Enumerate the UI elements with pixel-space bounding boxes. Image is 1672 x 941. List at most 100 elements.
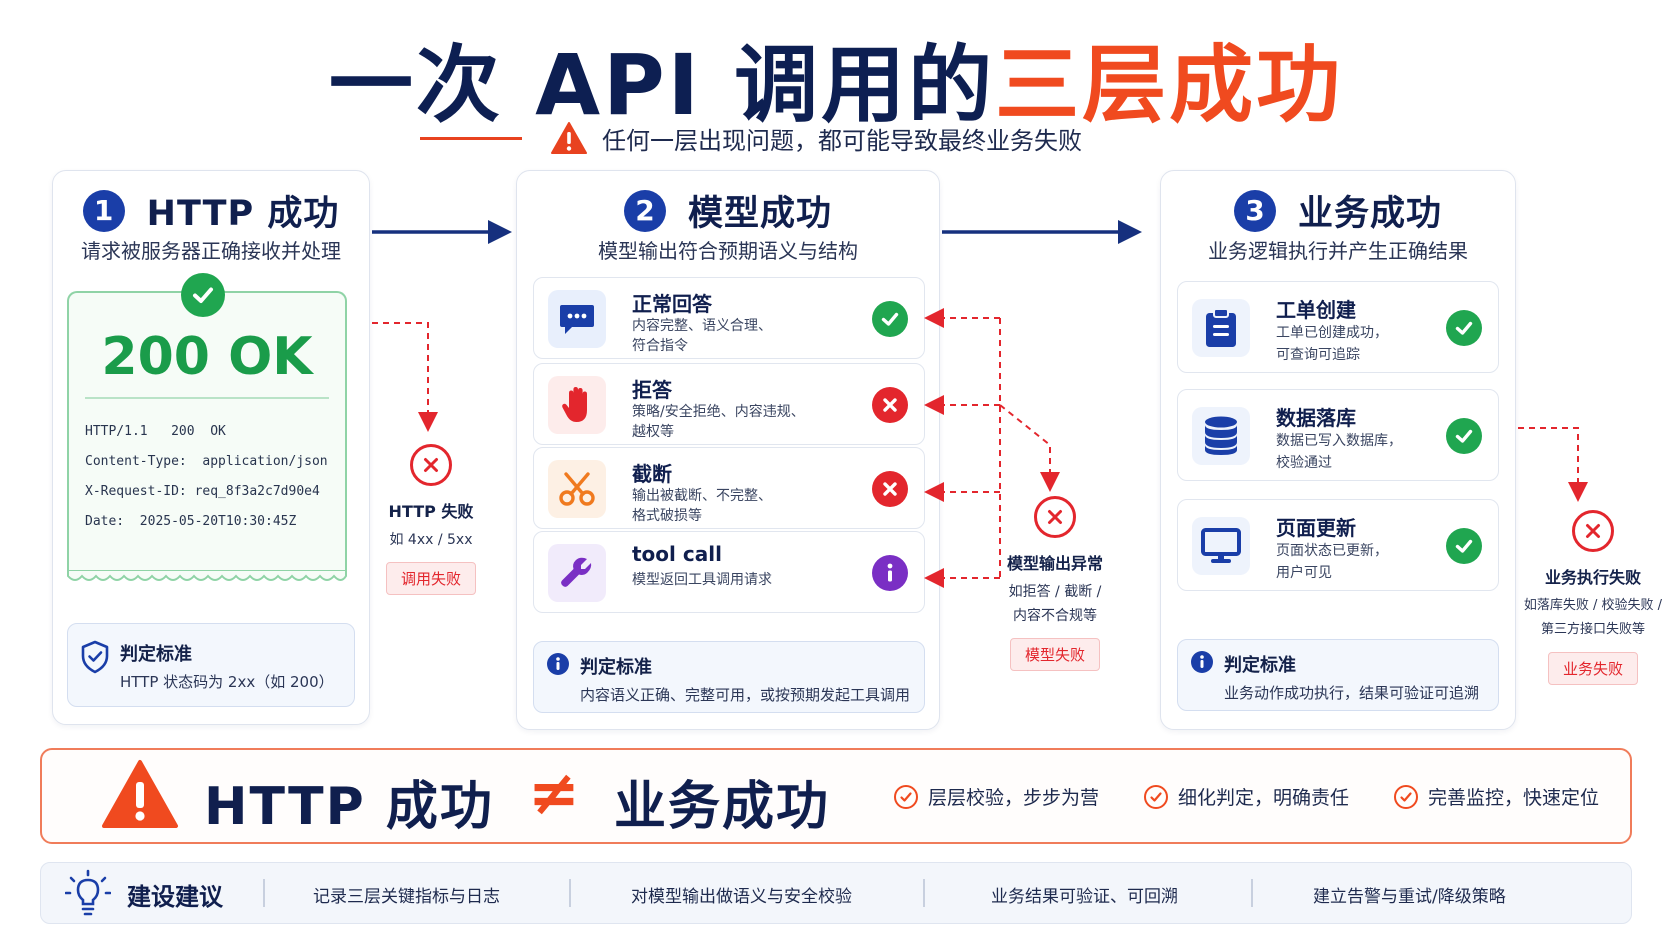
divider bbox=[569, 879, 571, 907]
item-title: tool call bbox=[632, 542, 722, 566]
subtitle-row: 任何一层出现问题，都可能导致最终业务失败 bbox=[420, 118, 1082, 158]
monitor-icon bbox=[1192, 517, 1250, 575]
cross-circle-icon bbox=[1034, 496, 1076, 538]
model-item-tool-call: tool call 模型返回工具调用请求 bbox=[533, 531, 925, 613]
banner-point: 细化判定，明确责任 bbox=[1144, 783, 1349, 810]
layer-model-panel: 2 模型成功 模型输出符合预期语义与结构 正常回答 内容完整、语义合理、符合指令… bbox=[516, 170, 940, 730]
banner-left-text: HTTP 成功 bbox=[204, 777, 494, 837]
key-insight-banner: HTTP 成功 ≠ 业务成功 层层校验，步步为营 细化判定，明确责任 完善监控，… bbox=[40, 748, 1632, 844]
failure-badge: 调用失败 bbox=[385, 562, 476, 595]
criteria-text: 业务动作成功执行，结果可验证可追溯 bbox=[1224, 684, 1480, 702]
criteria-title: 判定标准 bbox=[120, 644, 192, 665]
check-icon bbox=[181, 273, 225, 317]
layer-http-panel: 1 HTTP 成功 请求被服务器正确接收并处理 200 OK HTTP/1.1 … bbox=[52, 170, 370, 725]
business-item-ticket: 工单创建 工单已创建成功，可查询可追踪 bbox=[1177, 281, 1499, 373]
failure-title: 模型输出异常 bbox=[1006, 554, 1103, 573]
layer-http-header: 1 HTTP 成功 bbox=[53, 185, 369, 236]
layer-business-title: 业务成功 bbox=[1297, 194, 1442, 234]
item-title: 正常回答 bbox=[632, 292, 712, 316]
wrench-icon bbox=[548, 544, 606, 602]
chat-bubble-icon bbox=[548, 290, 606, 348]
suggestions-title: 建设建议 bbox=[127, 883, 223, 911]
info-icon bbox=[547, 653, 569, 675]
divider bbox=[1251, 879, 1253, 907]
subtitle-text: 任何一层出现问题，都可能导致最终业务失败 bbox=[602, 126, 1082, 155]
item-desc: 数据已写入数据库，校验通过 bbox=[1276, 433, 1402, 471]
failure-title: HTTP 失败 bbox=[388, 502, 474, 521]
suggestions-bar: 建设建议 记录三层关键指标与日志 对模型输出做语义与安全校验 业务结果可验证、可… bbox=[40, 862, 1632, 924]
banner-point: 层层校验，步步为营 bbox=[894, 783, 1099, 810]
item-desc: 策略/安全拒绝、内容违规、越权等 bbox=[632, 404, 805, 440]
clipboard-icon bbox=[1192, 299, 1250, 357]
item-title: 拒答 bbox=[632, 378, 672, 402]
failure-desc: 如落库失败 / 校验失败 /第三方接口失败等 bbox=[1523, 598, 1663, 637]
page-title: 一次 API 调用的三层成功 bbox=[0, 18, 1672, 139]
failure-desc: 如拒答 / 截断 /内容不合规等 bbox=[1008, 584, 1102, 624]
banner-right-text: 业务成功 bbox=[614, 777, 831, 837]
suggestion-item: 业务结果可验证、可回溯 bbox=[991, 887, 1178, 907]
check-circle-icon bbox=[894, 784, 918, 809]
check-circle-icon bbox=[1144, 784, 1168, 809]
suggestion-item: 记录三层关键指标与日志 bbox=[313, 887, 500, 907]
cross-circle-icon bbox=[1572, 510, 1614, 552]
flow-arrow-1-to-2 bbox=[372, 220, 512, 244]
criteria-text: 内容语义正确、完整可用，或按预期发起工具调用 bbox=[580, 686, 911, 704]
item-title: 数据落库 bbox=[1276, 406, 1356, 430]
layer-business-panel: 3 业务成功 业务逻辑执行并产生正确结果 工单创建 工单已创建成功，可查询可追踪… bbox=[1160, 170, 1516, 730]
item-desc: 页面状态已更新，用户可见 bbox=[1276, 543, 1388, 581]
check-icon bbox=[1446, 310, 1482, 346]
info-icon bbox=[872, 555, 908, 591]
warning-icon bbox=[551, 122, 587, 154]
response-headers: HTTP/1.1 200 OK Content-Type: applicatio… bbox=[85, 424, 328, 529]
check-circle-icon bbox=[1394, 784, 1418, 809]
item-title: 截断 bbox=[632, 462, 672, 486]
title-main: 一次 API 调用的 bbox=[328, 36, 996, 134]
info-icon bbox=[1191, 651, 1213, 673]
layer-business-header: 3 业务成功 bbox=[1161, 185, 1515, 236]
business-item-database: 数据落库 数据已写入数据库，校验通过 bbox=[1177, 389, 1499, 481]
business-item-page: 页面更新 页面状态已更新，用户可见 bbox=[1177, 499, 1499, 591]
hand-stop-icon bbox=[548, 376, 606, 434]
model-item-truncation: 截断 输出被截断、不完整、格式破损等 bbox=[533, 447, 925, 529]
title-highlight: 三层成功 bbox=[995, 36, 1344, 134]
model-item-normal: 正常回答 内容完整、语义合理、符合指令 bbox=[533, 277, 925, 359]
item-desc: 输出被截断、不完整、格式破损等 bbox=[632, 488, 772, 524]
flow-arrow-2-to-3 bbox=[942, 220, 1142, 244]
model-criteria-box: 判定标准 内容语义正确、完整可用，或按预期发起工具调用 bbox=[533, 641, 925, 713]
cross-icon bbox=[872, 471, 908, 507]
scissors-icon bbox=[548, 460, 606, 518]
step-number-2: 2 bbox=[623, 189, 666, 232]
status-code-text: 200 OK bbox=[101, 327, 313, 387]
shield-check-icon bbox=[81, 640, 109, 674]
check-icon bbox=[1446, 418, 1482, 454]
layer-model-subtitle: 模型输出符合预期语义与结构 bbox=[598, 239, 858, 263]
failure-title: 业务执行失败 bbox=[1544, 568, 1641, 587]
divider bbox=[263, 879, 265, 907]
http-failure: HTTP 失败 如 4xx / 5xx 调用失败 bbox=[366, 444, 496, 595]
business-criteria-box: 判定标准 业务动作成功执行，结果可验证可追溯 bbox=[1177, 639, 1499, 711]
suggestion-item: 对模型输出做语义与安全校验 bbox=[631, 887, 852, 907]
warning-icon bbox=[102, 760, 178, 828]
subtitle-rule bbox=[420, 136, 522, 140]
failure-badge: 模型失败 bbox=[1009, 638, 1100, 671]
lightbulb-icon bbox=[65, 869, 111, 916]
step-number-3: 3 bbox=[1233, 189, 1276, 232]
layer-http-subtitle: 请求被服务器正确接收并处理 bbox=[81, 239, 341, 263]
layer-model-title: 模型成功 bbox=[687, 194, 832, 234]
criteria-title: 判定标准 bbox=[1224, 655, 1296, 676]
item-desc: 工单已创建成功，可查询可追踪 bbox=[1276, 325, 1388, 363]
cross-circle-icon bbox=[410, 444, 452, 486]
layer-http-title: HTTP 成功 bbox=[146, 194, 340, 234]
failure-desc: 如 4xx / 5xx bbox=[389, 532, 473, 548]
item-title: 页面更新 bbox=[1276, 516, 1356, 540]
suggestion-item: 建立告警与重试/降级策略 bbox=[1313, 887, 1506, 907]
ticket-torn-edge bbox=[67, 570, 347, 581]
banner-point: 完善监控，快速定位 bbox=[1394, 783, 1599, 810]
criteria-text: HTTP 状态码为 2xx（如 200） bbox=[120, 673, 334, 691]
ticket-divider bbox=[85, 397, 329, 399]
check-icon bbox=[1446, 528, 1482, 564]
not-equal-symbol: ≠ bbox=[528, 756, 580, 829]
check-icon bbox=[872, 301, 908, 337]
failure-badge: 业务失败 bbox=[1547, 652, 1638, 685]
http-response-ticket: 200 OK HTTP/1.1 200 OK Content-Type: app… bbox=[67, 273, 347, 581]
